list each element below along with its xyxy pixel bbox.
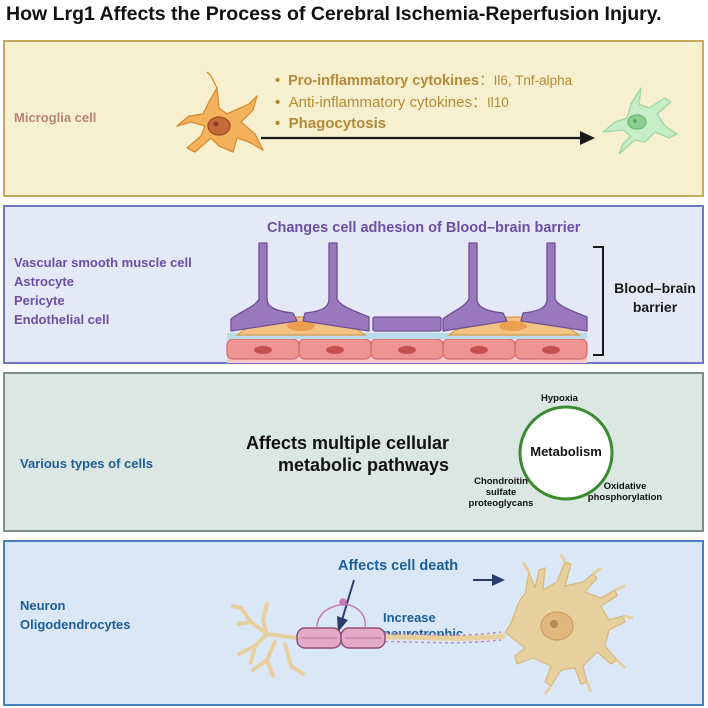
oxphos-label: Oxidative phosphorylation (587, 481, 663, 503)
myelin-sheath-icon (296, 627, 386, 649)
neuron-cell-body-icon (504, 553, 634, 695)
cell-death-arrow (341, 579, 355, 621)
resting-microglia-icon (602, 87, 678, 155)
metabolism-circle (518, 405, 614, 501)
basement-membrane (227, 333, 587, 339)
microglia-effects-list: • Pro-inflammatory cytokines：Il6, Tnf-al… (275, 70, 572, 134)
arrowhead-icon (337, 616, 348, 632)
metabolism-main-text: Affects multiple cellular metabolic path… (245, 433, 449, 475)
astrocyte-endfeet-icon (230, 242, 588, 332)
neuron-illustration (231, 553, 634, 695)
arrowhead-icon (492, 574, 505, 586)
endothelial-cells-icon (226, 338, 588, 363)
list-item: • Anti-inflammatory cytokines：Il10 (275, 94, 509, 111)
bbb-heading: Changes cell adhesion of Blood–brain bar… (267, 220, 581, 236)
metabolism-diagram (518, 405, 614, 501)
metabolism-cells-label: Various types of cells (20, 456, 153, 471)
neuron-panel: Neuron Oligodendrocytes Affects cell dea… (3, 540, 704, 706)
microglia-illustration (176, 71, 678, 155)
arrowhead-icon (580, 131, 595, 145)
metabolism-panel: Various types of cells Affects multiple … (3, 372, 704, 532)
hypoxia-label: Hypoxia (541, 393, 578, 404)
activated-microglia-icon (176, 71, 264, 153)
chondroitin-label: Chondroitin sulfate proteoglycans (468, 476, 534, 509)
bbb-bracket-label: Blood–brain barrier (614, 280, 696, 315)
bbb-illustration (226, 242, 604, 363)
list-item: Vascular smooth muscle cell (14, 255, 192, 270)
microglia-label: Microglia cell (14, 110, 97, 125)
list-item: Endothelial cell (14, 312, 110, 327)
list-item: Astrocyte (14, 274, 74, 289)
cell-death-label: Affects cell death (338, 558, 459, 574)
metabolism-circle-label: Metabolism (530, 444, 602, 459)
list-item: • Phagocytosis (275, 115, 387, 132)
bbb-cell-list: Vascular smooth muscle cell Astrocyte Pe… (14, 253, 192, 329)
bbb-bracket (593, 246, 604, 356)
figure-title: How Lrg1 Affects the Process of Cerebral… (6, 3, 662, 25)
list-item: Pericyte (14, 293, 65, 308)
list-item: • Pro-inflammatory cytokines：Il6, Tnf-al… (275, 73, 573, 89)
axon-terminal-icon (231, 602, 305, 678)
oligodendrocyte-icon (316, 598, 366, 629)
microglia-panel: Microglia cell • Pro-inflammatory cytoki… (3, 40, 704, 197)
bbb-panel: Changes cell adhesion of Blood–brain bar… (3, 205, 704, 364)
neuron-label: Neuron Oligodendrocytes (20, 598, 131, 632)
